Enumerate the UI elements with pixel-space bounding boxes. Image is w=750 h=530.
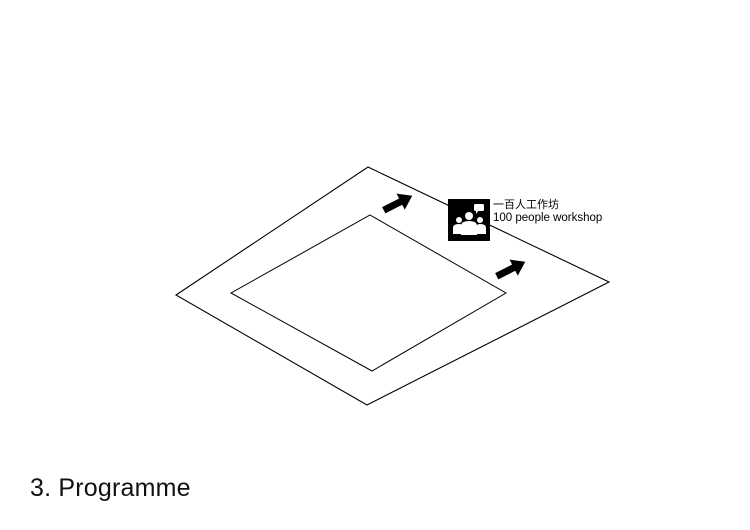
outer-site-outline xyxy=(174,166,611,406)
arrow-up-right-icon xyxy=(495,259,526,280)
workshop-label-cn: 一百人工作坊 xyxy=(493,197,559,211)
workshop-label-en: 100 people workshop xyxy=(493,212,602,224)
inner-field-outline xyxy=(229,214,507,372)
people-group-chat-icon xyxy=(448,199,490,241)
figure-caption: 3. Programme xyxy=(30,474,191,502)
arrow-up-right-icon xyxy=(382,193,413,214)
